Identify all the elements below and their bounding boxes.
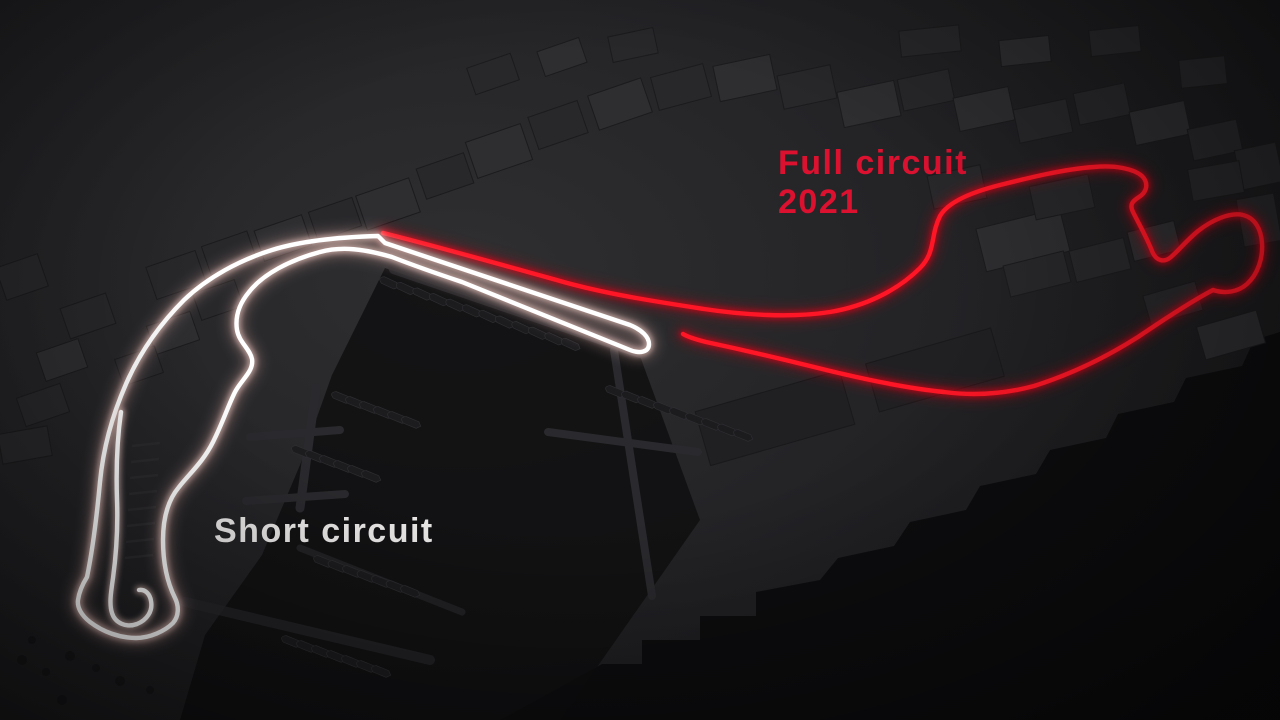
full-circuit-label-year: 2021 bbox=[778, 183, 860, 221]
short-circuit-label: Short circuit bbox=[214, 512, 434, 551]
full-circuit-label-name: Full circuit bbox=[778, 144, 968, 182]
harbor-water bbox=[180, 268, 700, 720]
full-circuit-label: Full circuit 2021 bbox=[778, 144, 968, 222]
short-circuit-label-name: Short circuit bbox=[214, 512, 434, 550]
